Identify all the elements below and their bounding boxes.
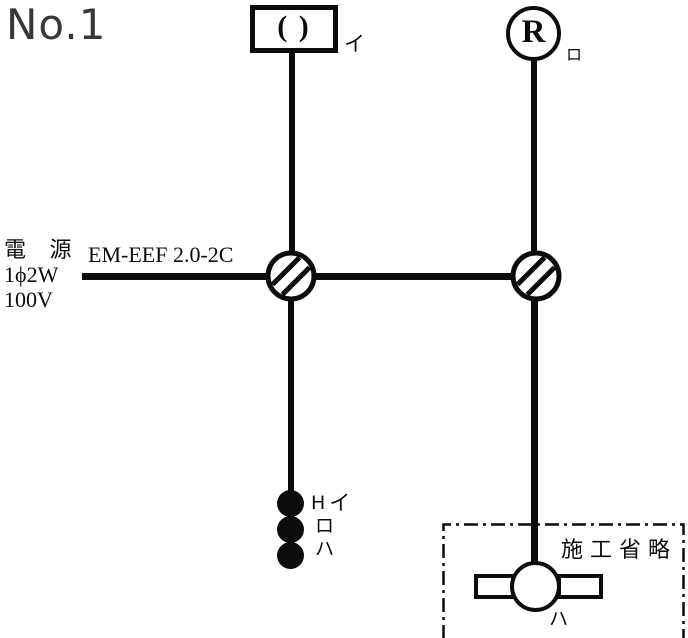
switch-row-3: ハ (311, 539, 334, 561)
wire-ceiling-drop (289, 52, 295, 254)
switch-label-i: イ (329, 491, 351, 515)
power-source-name: 電 源 (4, 237, 81, 262)
wire-fluorescent-drop (531, 299, 538, 566)
switch-dot-icon-3 (277, 542, 304, 569)
ceiling-light-glyph: ( ) (277, 10, 311, 43)
wire-switch-drop (288, 299, 294, 492)
wire-junction-connector (312, 273, 514, 280)
wire-power-feed (82, 273, 272, 280)
switch-row-2: ロ (311, 516, 334, 538)
fluorescent-left-wing-icon (474, 574, 515, 599)
lamp-receptacle-glyph: R (521, 14, 546, 50)
junction-box-left-icon (265, 250, 317, 302)
switch-row-1: H イ (311, 492, 350, 514)
omission-boundary (442, 523, 685, 638)
switch-label-ha: ハ (315, 539, 335, 560)
wire-receptacle-drop (531, 58, 537, 254)
junction-box-right-icon (510, 250, 562, 302)
power-source-voltage: 100V (4, 287, 53, 312)
cable-type-label: EM-EEF 2.0-2C (88, 242, 234, 267)
power-source-phase: 1ϕ2W (4, 262, 59, 287)
switch-label-ro: ロ (315, 516, 335, 537)
omission-caption: 施工省略 (561, 537, 678, 562)
lamp-receptacle-symbol: R (506, 6, 561, 61)
page-number: No.1 (6, 0, 107, 49)
switch-dot-icon-2 (277, 516, 304, 543)
fluorescent-light-icon (510, 561, 561, 612)
fluorescent-light-label: ハ (549, 609, 569, 630)
fluorescent-right-wing-icon (557, 574, 603, 599)
ceiling-light-symbol: ( ) (250, 5, 338, 53)
switch-dot-icon-1 (277, 490, 304, 517)
lamp-receptacle-label: ロ (566, 47, 583, 64)
ceiling-light-label: イ (344, 32, 365, 56)
power-source-label: 電 源 1ϕ2W 100V (4, 237, 81, 312)
switch-pilot-mark: H (311, 492, 326, 514)
